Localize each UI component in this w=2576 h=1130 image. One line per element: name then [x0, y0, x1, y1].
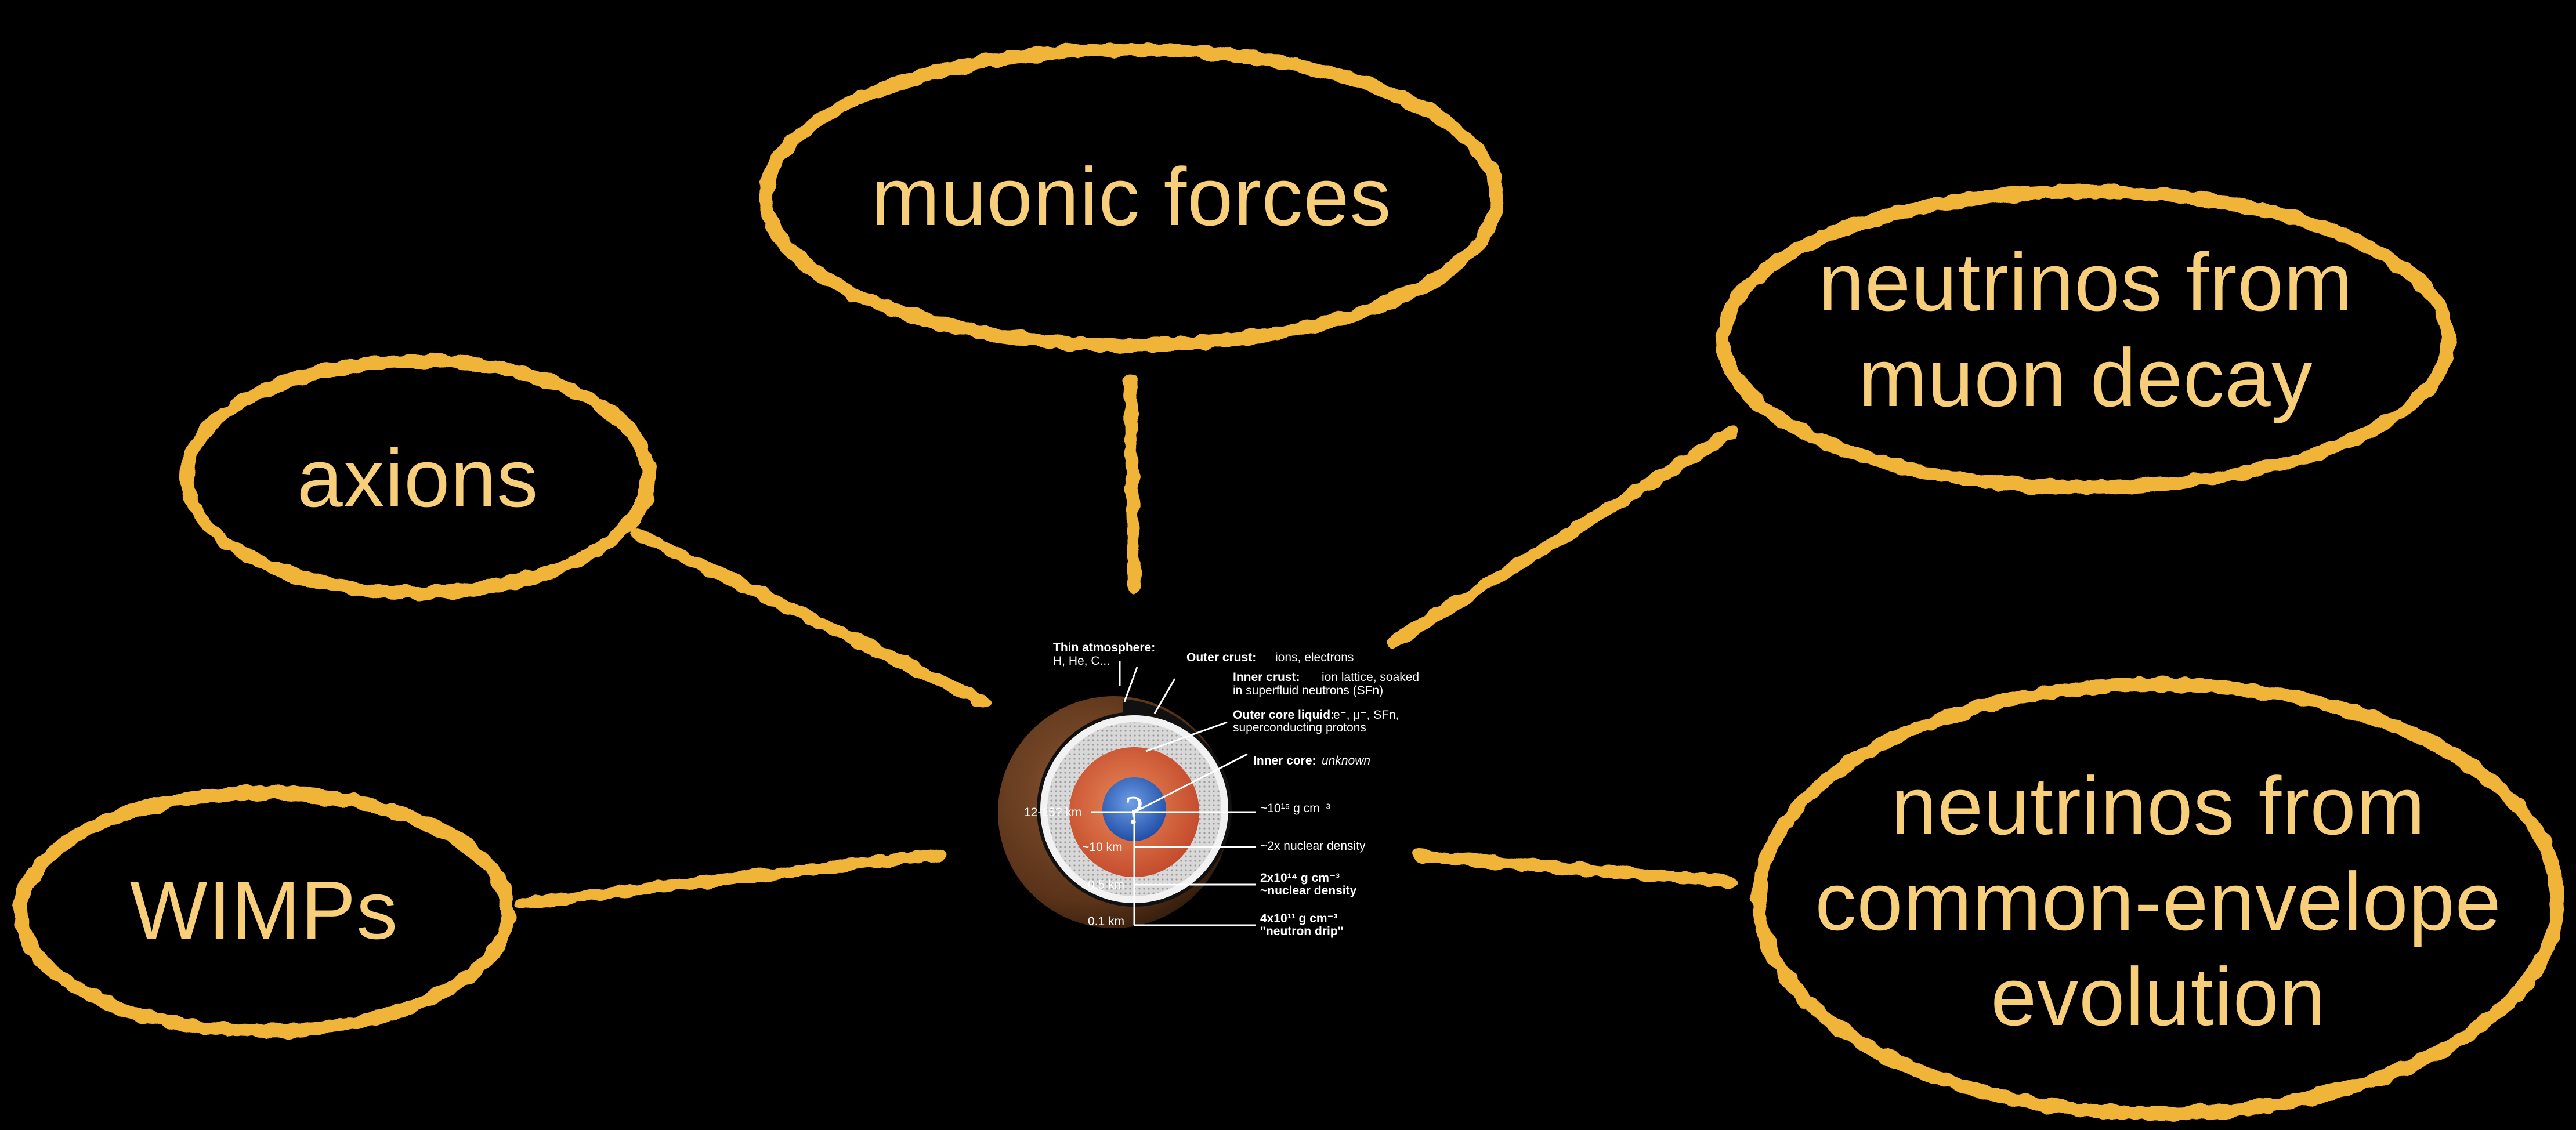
neutron-star-diagram: ? Thin atmosphere: H, He, C... Outer cru…: [998, 641, 1419, 938]
connector-muonic-forces: [1124, 376, 1141, 593]
bubble-outline-neutrinos-ce: [1752, 678, 2564, 1121]
label-outer-core-detail-1: e⁻, μ⁻, SFn,: [1333, 708, 1399, 722]
radius-label-core: ~10 km: [1082, 841, 1122, 854]
bubble-muonic-forces: muonic forces: [795, 133, 1468, 261]
label-atmosphere-detail: H, He, C...: [1053, 654, 1110, 668]
label-inner-crust-title: Inner crust:: [1233, 671, 1300, 684]
label-outer-crust-title: Outer crust:: [1186, 651, 1256, 664]
radius-label-outer-crust: 0.1 km: [1088, 915, 1124, 928]
density-label-1: ~10¹⁵ g cm⁻³: [1260, 802, 1330, 815]
label-inner-core-detail: unknown: [1322, 754, 1370, 767]
bubble-outline-wimps: [13, 786, 515, 1038]
bubble-neutrinos-ce-line-2: common-envelope: [1815, 855, 2502, 948]
bubble-neutrinos-muon-line-2: muon decay: [1858, 332, 2313, 424]
label-inner-crust-detail-2: in superfluid neutrons (SFn): [1233, 684, 1383, 697]
bubble-wimps-line-1: WIMPs: [129, 864, 399, 957]
label-inner-core-title: Inner core:: [1253, 754, 1316, 767]
label-outer-core-detail-2: superconducting protons: [1233, 721, 1366, 734]
connector-neutrinos-ce: [1412, 849, 1738, 888]
connector-axions: [631, 527, 990, 708]
bubble-wimps: WIMPs: [58, 856, 470, 966]
bubble-neutrinos-ce: neutrinos from common-envelope evolution: [1781, 737, 2535, 1067]
label-outer-crust-detail: ions, electrons: [1275, 651, 1354, 664]
bubble-neutrinos-muon: neutrinos from muon decay: [1752, 220, 2419, 441]
neutron-star-inner-core: [1102, 777, 1166, 841]
density-label-3b: ~nuclear density: [1260, 884, 1357, 897]
bubble-axions-line-1: axions: [296, 432, 539, 524]
bubble-axions: axions: [220, 423, 615, 534]
density-label-4a: 4x10¹¹ g cm⁻³: [1260, 912, 1338, 925]
bubble-outline-neutrinos-muon: [1716, 184, 2455, 494]
density-label-4b: "neutron drip": [1260, 925, 1344, 938]
connector-neutrinos-muon: [1386, 426, 1738, 649]
connector-lines: [516, 376, 1738, 909]
label-inner-crust-detail-1: ion lattice, soaked: [1322, 671, 1419, 684]
label-atmosphere-title: Thin atmosphere:: [1053, 641, 1155, 654]
bubble-neutrinos-ce-line-1: neutrinos from: [1891, 759, 2426, 852]
bubble-neutrinos-ce-line-3: evolution: [1991, 951, 2326, 1044]
radius-label-surface: 12-15? km: [1024, 806, 1081, 819]
bubble-outlines: [13, 42, 2564, 1121]
density-label-2: ~2x nuclear density: [1260, 839, 1366, 853]
radius-label-inner-crust: 0.5 km: [1088, 878, 1124, 892]
bubble-outline-muonic-forces: [759, 42, 1504, 352]
label-outer-core-title: Outer core liquid:: [1233, 708, 1334, 722]
bubble-outline-axions: [180, 354, 656, 600]
connector-wimps: [516, 849, 946, 909]
bubble-neutrinos-muon-line-1: neutrinos from: [1818, 236, 2353, 329]
bubble-muonic-forces-line-1: muonic forces: [871, 150, 1392, 243]
density-label-3a: 2x10¹⁴ g cm⁻³: [1260, 871, 1340, 885]
